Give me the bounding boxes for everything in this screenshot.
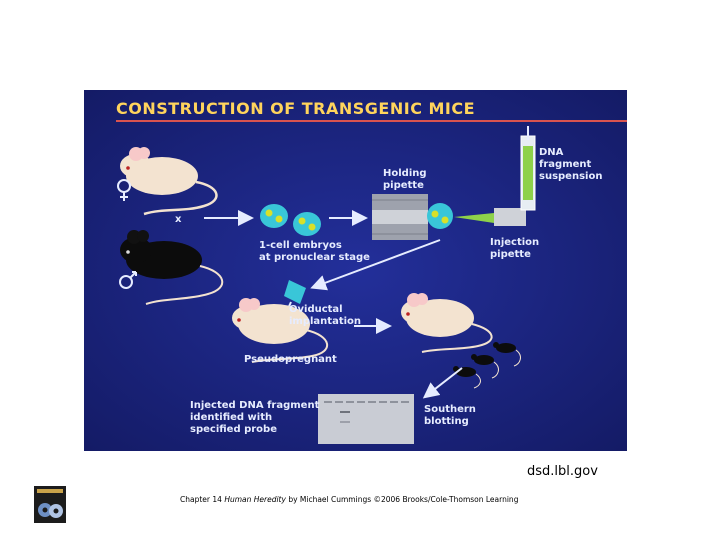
book-cover-image [34, 486, 66, 523]
label-holding-line1: Holding [383, 168, 427, 179]
white-female-mouse [120, 147, 218, 216]
label-injected-line3: specified probe [190, 424, 277, 435]
label-dna-line1: DNA [539, 147, 564, 158]
source-credit: dsd.lbl.gov [527, 464, 598, 479]
book-cover-thumbnail [34, 486, 66, 523]
implantation-pipette [284, 280, 306, 304]
pup-mice [453, 342, 521, 389]
one-cell-embryo [293, 212, 321, 236]
diagram-canvas: CONSTRUCTION OF TRANSGENIC MICE x [84, 90, 627, 451]
pseudopregnant-mouse [232, 298, 329, 363]
label-embryos-line2: at pronuclear stage [259, 252, 370, 263]
arrow-to-southern-blot [422, 367, 463, 399]
cross-symbol: x [175, 214, 182, 225]
male-symbol-icon [119, 271, 137, 289]
transgenic-mice-diagram: CONSTRUCTION OF TRANSGENIC MICE x [84, 90, 627, 451]
mother-mouse [401, 293, 493, 353]
label-injected-line1: Injected DNA fragment [190, 400, 320, 411]
held-embryo [427, 203, 453, 229]
arrow-to-implantation [310, 239, 441, 291]
label-dna-line3: suspension [539, 171, 602, 182]
footer-author: by Michael Cummings ©2006 Brooks/Cole-Th… [288, 495, 519, 504]
footer-citation: Chapter 14 Human Heredity by Michael Cum… [180, 495, 518, 504]
label-injected-line2: identified with [190, 412, 272, 423]
injection-pipette [454, 126, 536, 226]
female-symbol-icon [117, 179, 131, 201]
one-cell-embryo [260, 204, 288, 228]
label-injection-line1: Injection [490, 237, 539, 248]
label-oviductal-line2: implantation [289, 316, 361, 327]
label-holding-line2: pipette [383, 180, 424, 191]
footer-chapter: Chapter 14 [180, 495, 222, 504]
footer-book-title: Human Heredity [224, 495, 286, 504]
diagram-title: CONSTRUCTION OF TRANSGENIC MICE [116, 99, 475, 118]
southern-blot-membrane [318, 394, 414, 444]
label-oviductal-line1: Oviductal [289, 304, 343, 315]
label-southern-line2: blotting [424, 416, 469, 427]
label-pseudopregnant: Pseudopregnant [244, 354, 337, 365]
label-injection-line2: pipette [490, 249, 531, 260]
label-dna-line2: fragment [539, 159, 592, 170]
label-southern-line1: Southern [424, 404, 476, 415]
holding-pipette [372, 194, 428, 240]
black-male-mouse [120, 230, 224, 305]
label-embryos-line1: 1-cell embryos [259, 240, 342, 251]
